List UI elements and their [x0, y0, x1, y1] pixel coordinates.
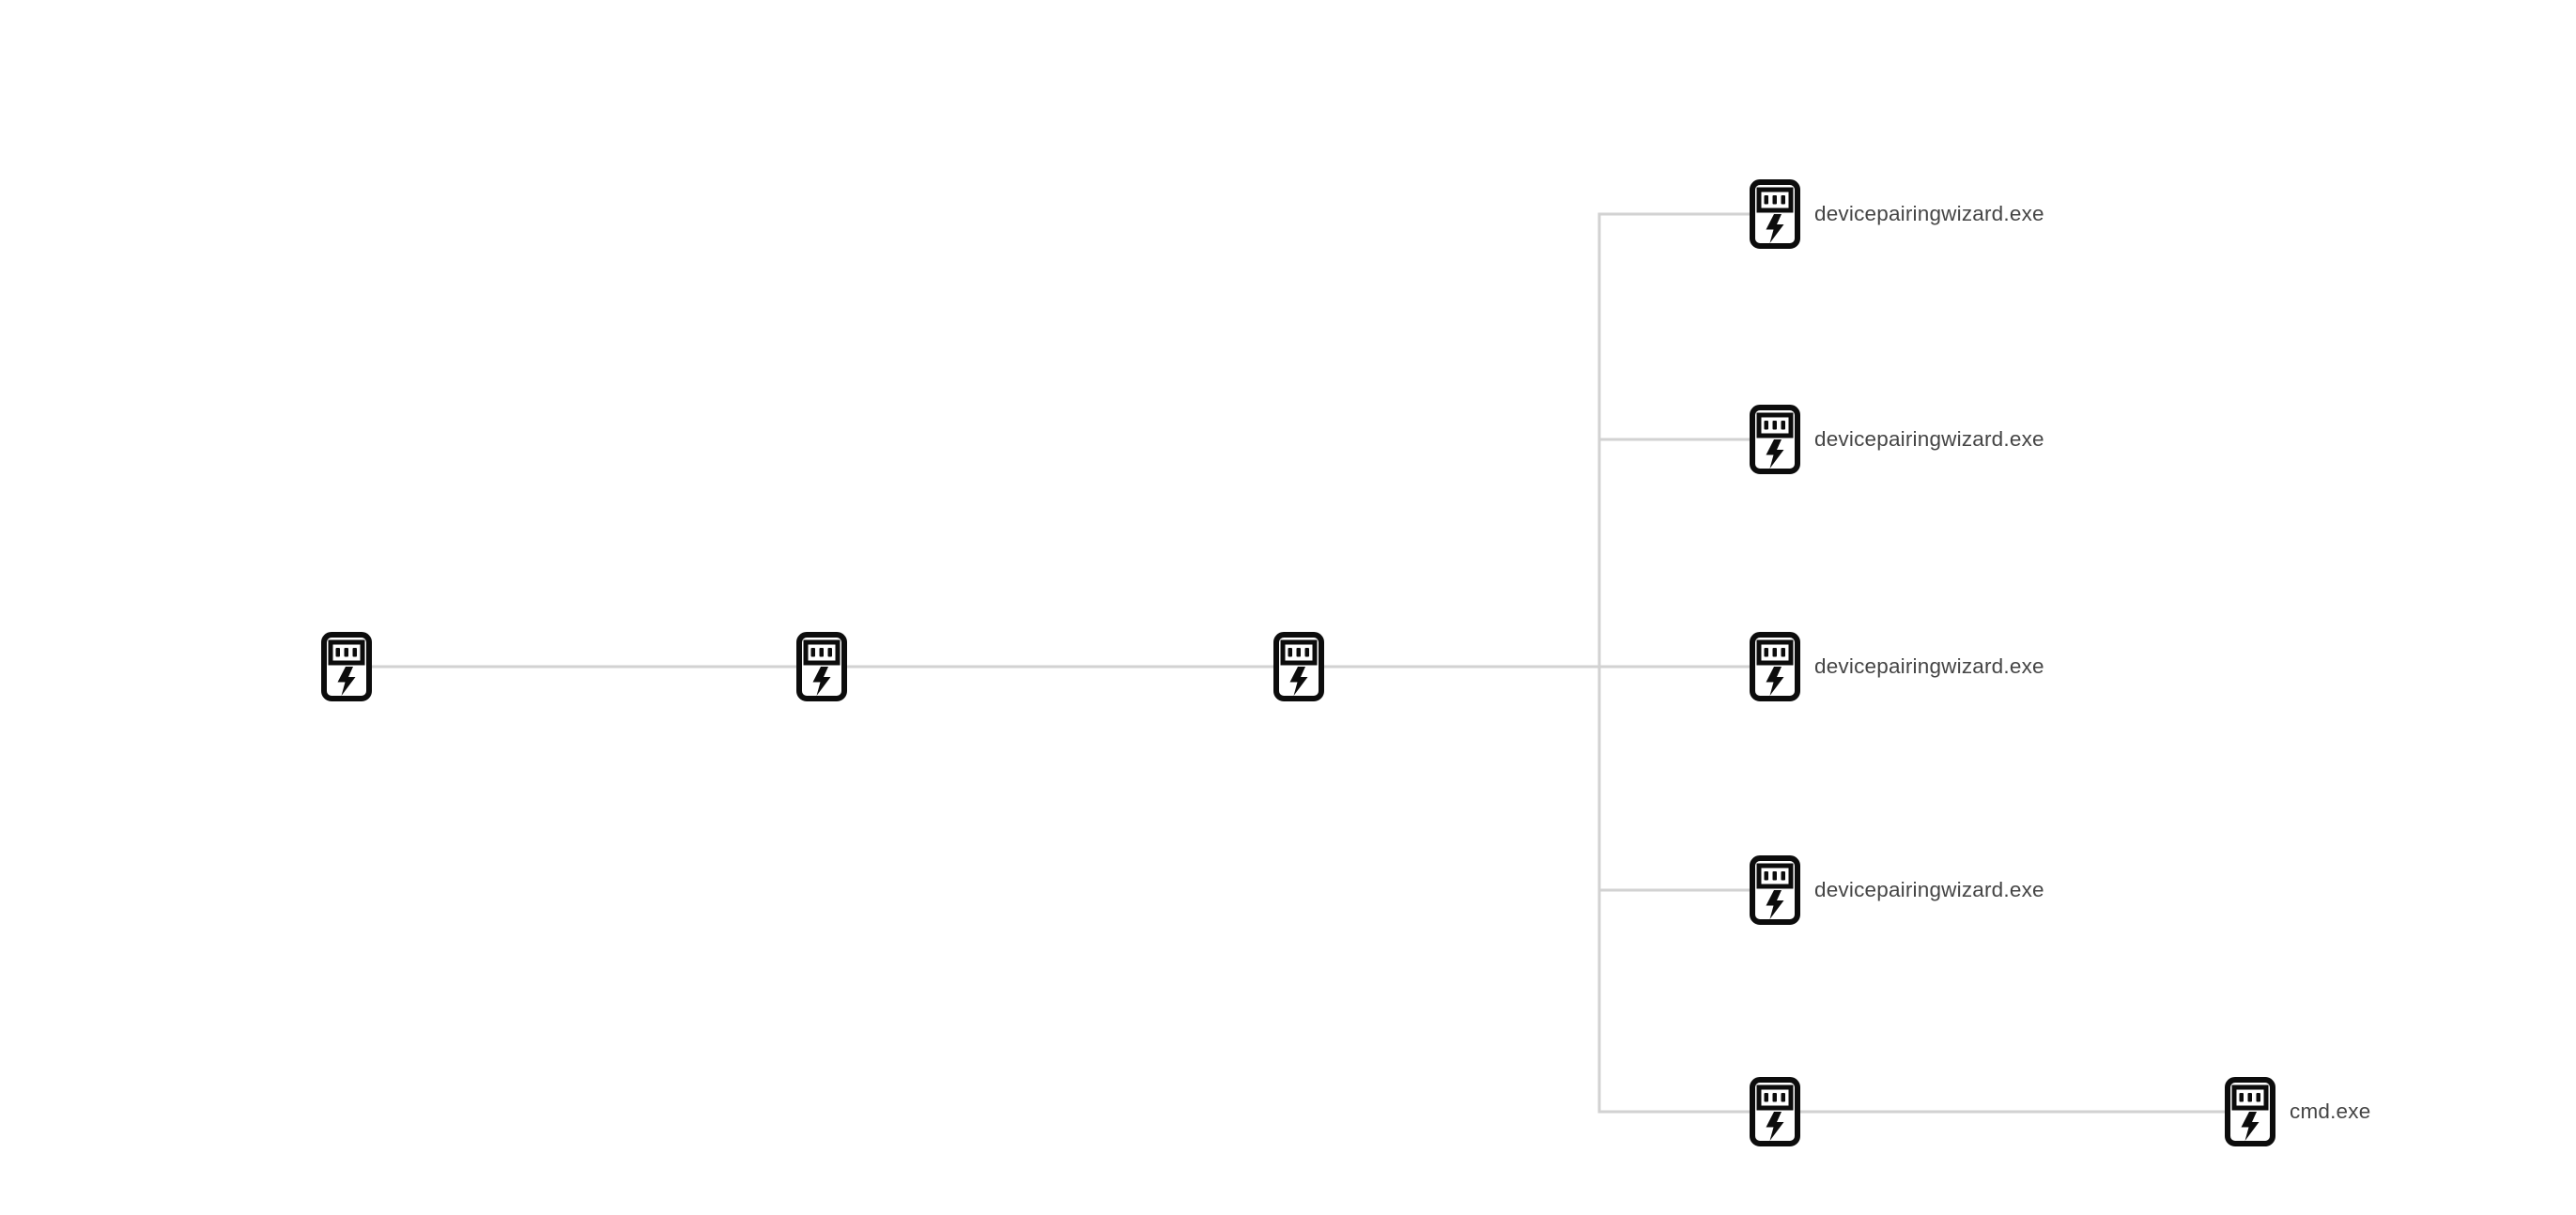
edge-powershell-to-devicepairingwizard-5 — [1299, 665, 1775, 1114]
process-label: cmd.exe — [2285, 1096, 2376, 1128]
process-executable-icon — [1750, 405, 1800, 474]
process-label: devicepairingwizard.exe — [1810, 198, 2049, 230]
process-executable-icon — [1750, 1077, 1800, 1146]
process-executable-icon — [321, 632, 372, 701]
process-executable-icon — [796, 632, 847, 701]
process-label: devicepairingwizard.exe — [1810, 651, 2049, 683]
process-executable-icon — [2225, 1077, 2275, 1146]
process-executable-icon — [1750, 855, 1800, 925]
process-executable-icon — [1273, 632, 1324, 701]
process-executable-icon — [1750, 179, 1800, 249]
process-executable-icon — [1750, 632, 1800, 701]
edge-powershell-to-devicepairingwizard-4 — [1299, 665, 1775, 892]
edge-powershell-to-devicepairingwizard-2 — [1299, 438, 1775, 669]
process-label: devicepairingwizard.exe — [1810, 874, 2049, 906]
process-label: devicepairingwizard.exe — [1810, 423, 2049, 455]
